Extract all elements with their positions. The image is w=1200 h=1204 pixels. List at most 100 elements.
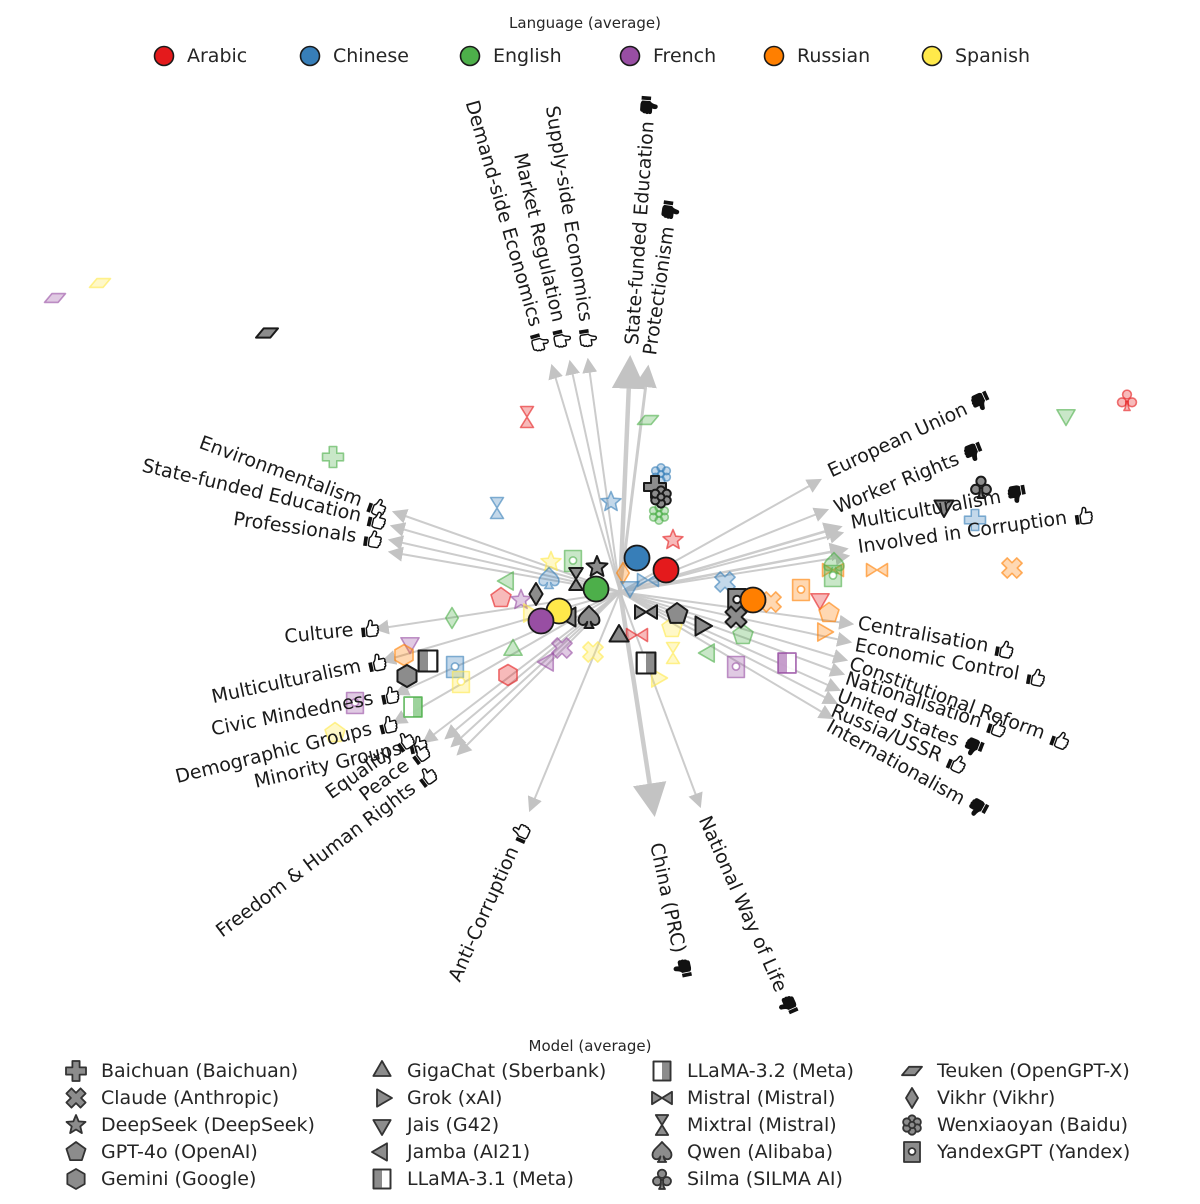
arrow-environmentalism	[391, 509, 621, 593]
thumb-up-icon	[418, 767, 437, 788]
model-legend-label: DeepSeek (DeepSeek)	[101, 1114, 315, 1136]
point-llama-3-2-english	[403, 696, 423, 718]
point-deepseek-arabic	[662, 528, 684, 550]
avg-marker-llama-3-1	[417, 649, 439, 673]
model-legend-item-jamba-ai21: Jamba (AI21)	[368, 1139, 530, 1165]
thumb-up-icon	[1074, 506, 1093, 525]
topic-label-multiculturalism: Multiculturalism	[849, 480, 1030, 535]
language-legend-label: French	[653, 45, 717, 67]
thumb-up-icon	[994, 640, 1015, 659]
topic-label-supply-side-economics: Supply-side Economics	[540, 104, 602, 350]
language-legend-label: Arabic	[187, 45, 248, 67]
arrow-national-way-of-life	[619, 591, 703, 809]
model-legend-label: LLaMA-3.2 (Meta)	[687, 1060, 854, 1082]
topic-label-economic-control: Economic Control	[853, 633, 1048, 690]
model-legend-label: Jais (G42)	[407, 1114, 500, 1136]
point-mixtral-chinese	[489, 496, 505, 520]
model-legend-item-deepseek-deepseek: DeepSeek (DeepSeek)	[62, 1112, 315, 1138]
model-legend-item-gemini-google: Gemini (Google)	[62, 1166, 256, 1192]
point-wenxiaoyan-english	[648, 503, 670, 525]
arrow-involved-in-corruption	[619, 542, 849, 594]
triangle-right-icon	[376, 1088, 393, 1108]
arabic-color-dot	[153, 45, 175, 67]
model-legend-item-vikhr-vikhr: Vikhr (Vikhr)	[898, 1085, 1055, 1111]
triangle-down-legend	[372, 1119, 392, 1136]
model-legend-item-llama-3-2-meta: LLaMA-3.2 (Meta)	[648, 1058, 854, 1084]
point-baichuan-english	[321, 445, 345, 469]
language-legend-label: Russian	[797, 45, 871, 67]
spade-legend	[651, 1141, 673, 1163]
xcross-icon	[65, 1087, 87, 1109]
thumb-up-icon	[1025, 668, 1045, 687]
avg-marker-grok	[694, 615, 713, 637]
arabic-dot	[153, 45, 175, 67]
pentagon-legend	[65, 1141, 87, 1161]
hexagon-legend	[66, 1168, 86, 1190]
topic-label-state-funded-education: State-funded Education	[139, 454, 389, 534]
thumb-down-icon	[674, 959, 693, 978]
bowtie-legend	[651, 1090, 673, 1106]
russian-dot	[763, 45, 785, 67]
thumb-up-icon	[530, 333, 550, 352]
arrow-multiculturalism	[380, 591, 621, 665]
point-llama-3-1-french	[777, 652, 797, 674]
point-gpt-4o-arabic	[490, 586, 512, 608]
language-legend-item-english: English	[458, 43, 562, 69]
plus-legend	[65, 1060, 87, 1082]
model-legend-item-llama-3-1-meta: LLaMA-3.1 (Meta)	[368, 1166, 574, 1192]
lang-marker-arabic	[652, 556, 680, 584]
point-deepseek-spanish	[540, 550, 562, 572]
topic-label-freedom-human-rights: Freedom & Human Rights	[211, 760, 442, 942]
thumb-up-icon	[579, 329, 598, 348]
bowtie-icon	[651, 1090, 673, 1106]
thumb-up-icon	[1049, 731, 1070, 750]
flower-legend	[902, 1114, 922, 1136]
point-mistral-russian	[865, 562, 889, 578]
arrow-worker-rights	[619, 507, 830, 593]
language-legend-label: English	[493, 45, 562, 67]
model-legend-label: Mixtral (Mistral)	[687, 1114, 837, 1136]
model-legend-label: Vikhr (Vikhr)	[937, 1087, 1056, 1109]
point-jais-arabic	[810, 592, 830, 611]
thumb-up-icon	[363, 529, 382, 548]
lang-marker-french	[527, 607, 555, 635]
thumb-down-icon	[964, 736, 985, 755]
topic-label-demographic-groups: Demographic Groups	[173, 710, 401, 789]
thumb-up-icon	[379, 715, 398, 735]
point-gpt-4o-english	[732, 623, 754, 645]
model-legend-label: YandexGPT (Yandex)	[937, 1141, 1131, 1163]
hexagon-icon	[66, 1168, 86, 1190]
thumb-down-icon	[963, 441, 983, 461]
model-average-markers	[255, 327, 992, 688]
thumb-up-icon	[368, 653, 387, 672]
thumb-down-icon	[971, 390, 990, 410]
spade-icon	[651, 1141, 673, 1163]
point-mistral-arabic	[625, 627, 649, 643]
arrow-supply-side-economics	[582, 357, 621, 593]
point-claude-spanish	[582, 641, 604, 663]
topic-label-state-funded-education: State-funded Education	[620, 93, 661, 346]
thumb-up-icon	[360, 619, 380, 637]
language-legend-label: Chinese	[333, 45, 409, 67]
topic-label-market-regulation: Market Regulation	[508, 151, 576, 351]
avg-marker-qwen	[577, 605, 601, 629]
point-vikhr-russian	[615, 561, 631, 585]
model-legend-item-mistral-mistral: Mistral (Mistral)	[648, 1085, 835, 1111]
language-legend-label: Spanish	[955, 45, 1031, 67]
thumb-up-icon	[411, 744, 430, 765]
thumb-up-icon	[381, 685, 400, 705]
french-color-dot	[619, 45, 641, 67]
topic-label-russia-ussr: Russia/USSR	[827, 699, 971, 778]
arrow-state-funded-education	[611, 354, 646, 593]
topic-label-involved-in-corruption: Involved in Corruption	[856, 502, 1095, 559]
model-legend-label: Mistral (Mistral)	[687, 1087, 836, 1109]
topic-label-united-states: United States	[834, 684, 988, 762]
topic-label-multiculturalism: Multiculturalism	[209, 648, 389, 709]
thumb-down-icon	[660, 200, 679, 220]
topic-arrows	[373, 354, 855, 818]
parallelogram-legend	[901, 1065, 923, 1077]
lang-marker-russian	[739, 586, 767, 614]
plus-icon	[65, 1060, 87, 1082]
